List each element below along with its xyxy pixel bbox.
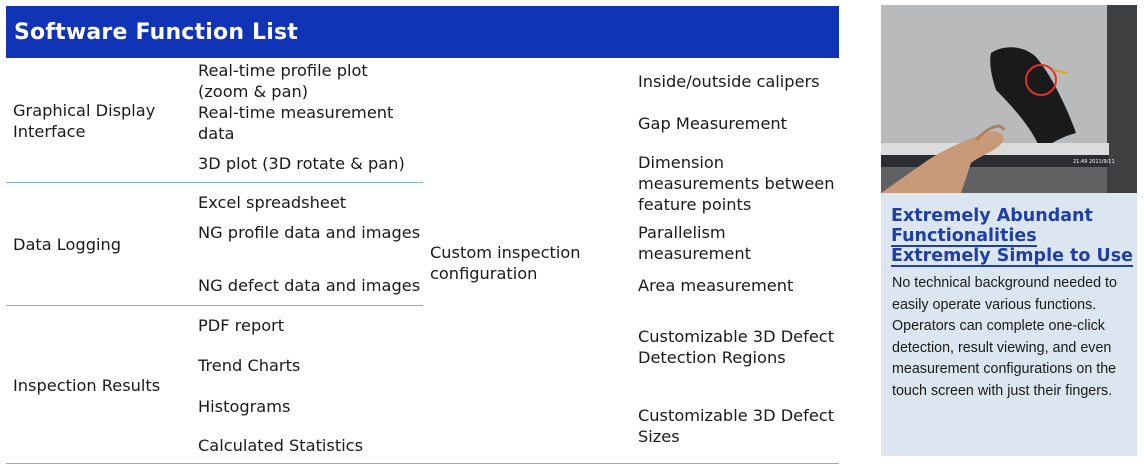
custom-item: Inside/outside calipers <box>638 72 820 91</box>
function-item: Trend Charts <box>198 356 301 375</box>
function-item: Real-time profile plot (zoom & pan) <box>198 61 368 101</box>
custom-item: Parallelism measurement <box>638 223 751 263</box>
category-inspection-results: Inspection Results <box>13 376 161 395</box>
promo-title: Extremely Abundant Functionalities Extre… <box>891 206 1136 267</box>
row-divider <box>192 305 423 306</box>
category-data-logging: Data Logging <box>13 235 122 254</box>
custom-item: Area measurement <box>638 276 794 295</box>
custom-config-label: Custom inspection configuration <box>430 243 581 283</box>
clock-time: 21:49 2021/9/11 <box>1073 159 1115 165</box>
function-item: Histograms <box>198 397 291 416</box>
custom-item: Gap Measurement <box>638 114 788 133</box>
touchscreen-photo: 21:49 2021/9/11 <box>881 5 1137 193</box>
table-header: Software Function List <box>6 6 839 58</box>
promo-panel <box>881 193 1137 456</box>
table-bottom-border <box>6 463 839 464</box>
function-item: Excel spreadsheet <box>198 193 347 212</box>
promo-title-line3: Extremely Simple to Use <box>891 245 1134 267</box>
function-item: 3D plot (3D rotate & pan) <box>198 154 405 173</box>
row-divider <box>6 182 192 183</box>
function-item: PDF report <box>198 316 285 335</box>
custom-item: Customizable 3D Defect Sizes <box>638 406 835 446</box>
function-item: NG defect data and images <box>198 276 421 295</box>
function-item: NG profile data and images <box>198 223 421 242</box>
category-graphical-display: Graphical Display Interface <box>13 101 156 141</box>
row-divider <box>6 305 192 306</box>
promo-body: No technical background needed to easily… <box>892 275 1117 399</box>
custom-item: Dimension measurements between feature p… <box>638 153 835 214</box>
function-item: Real-time measurement data <box>198 103 394 143</box>
function-item: Calculated Statistics <box>198 436 364 455</box>
custom-item: Customizable 3D Defect Detection Regions <box>638 327 835 367</box>
promo-title-line1: Extremely Abundant <box>891 206 1093 226</box>
page-title: Software Function List <box>14 20 299 45</box>
row-divider <box>192 182 423 183</box>
promo-title-line2: Functionalities <box>891 225 1037 247</box>
